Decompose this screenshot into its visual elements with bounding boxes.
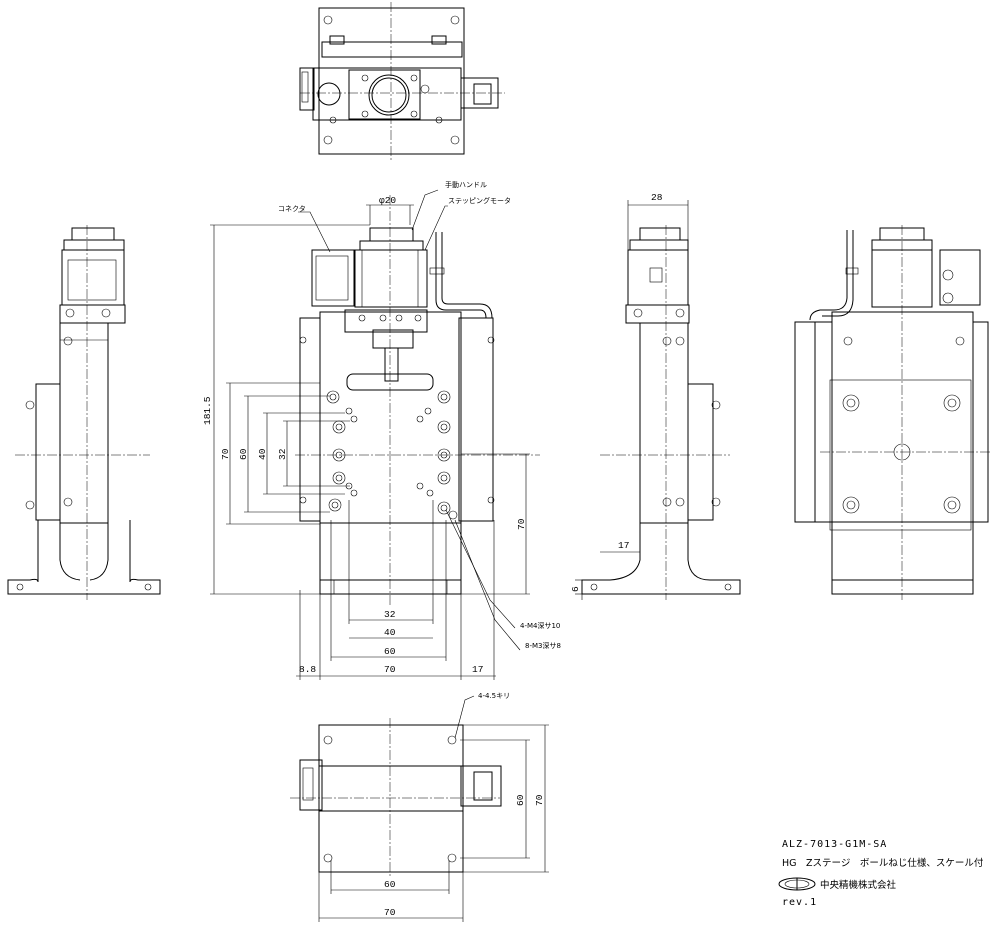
top-view <box>299 2 505 160</box>
rear-view <box>794 225 990 600</box>
dim-181-5: 181.5 <box>202 396 213 425</box>
front-view <box>210 189 540 680</box>
dim-bot-v70: 70 <box>534 794 545 806</box>
revision: rev.1 <box>782 897 817 908</box>
m3-holes-label: 8-M3深サ8 <box>525 641 561 650</box>
company-name: 中央精機株式会社 <box>820 879 897 891</box>
front-view-labels: 手動ハンドル ステッピングモータ コネクタ φ20 181.5 70 60 40… <box>202 180 561 675</box>
mount-holes-label: 4-4.5キリ <box>478 692 510 700</box>
dim-side28: 28 <box>651 192 663 203</box>
left-side-view <box>7 225 161 600</box>
dim-v70-right: 70 <box>516 518 527 530</box>
dim-h32: 32 <box>384 609 396 620</box>
right-side-labels: 28 17 6 <box>570 192 663 592</box>
m4-holes-label: 4-M4深サ10 <box>520 621 560 630</box>
dim-v40: 40 <box>257 448 268 460</box>
dim-phi20: φ20 <box>379 195 396 206</box>
bottom-view-labels: 4-4.5キリ 60 70 60 70 <box>384 692 545 918</box>
dim-v32: 32 <box>277 448 288 460</box>
dim-h8-8: 8.8 <box>299 664 316 675</box>
dim-h70: 70 <box>384 664 396 675</box>
dim-side6: 6 <box>570 586 581 592</box>
dim-bot-v60: 60 <box>515 794 526 806</box>
dim-h17: 17 <box>472 664 483 675</box>
dim-bot-h60: 60 <box>384 879 396 890</box>
manual-handle-label: 手動ハンドル <box>445 180 487 189</box>
connector-label: コネクタ <box>278 204 306 213</box>
company-logo <box>778 877 816 891</box>
dim-bot-h70: 70 <box>384 907 396 918</box>
dim-v60: 60 <box>238 448 249 460</box>
stepping-motor-label: ステッピングモータ <box>448 196 511 205</box>
dim-h60: 60 <box>384 646 396 657</box>
dim-h40: 40 <box>384 627 396 638</box>
bottom-view <box>290 695 549 922</box>
dim-v70-left: 70 <box>220 448 231 460</box>
dim-side17: 17 <box>618 540 629 551</box>
title-block: ALZ-7013-G1M-SA HG Zステージ ボールねじ仕様、スケール付 中… <box>778 839 984 908</box>
model-description: HG Zステージ ボールねじ仕様、スケール付 <box>782 857 984 869</box>
right-side-view <box>575 200 741 600</box>
model-number: ALZ-7013-G1M-SA <box>782 839 887 850</box>
